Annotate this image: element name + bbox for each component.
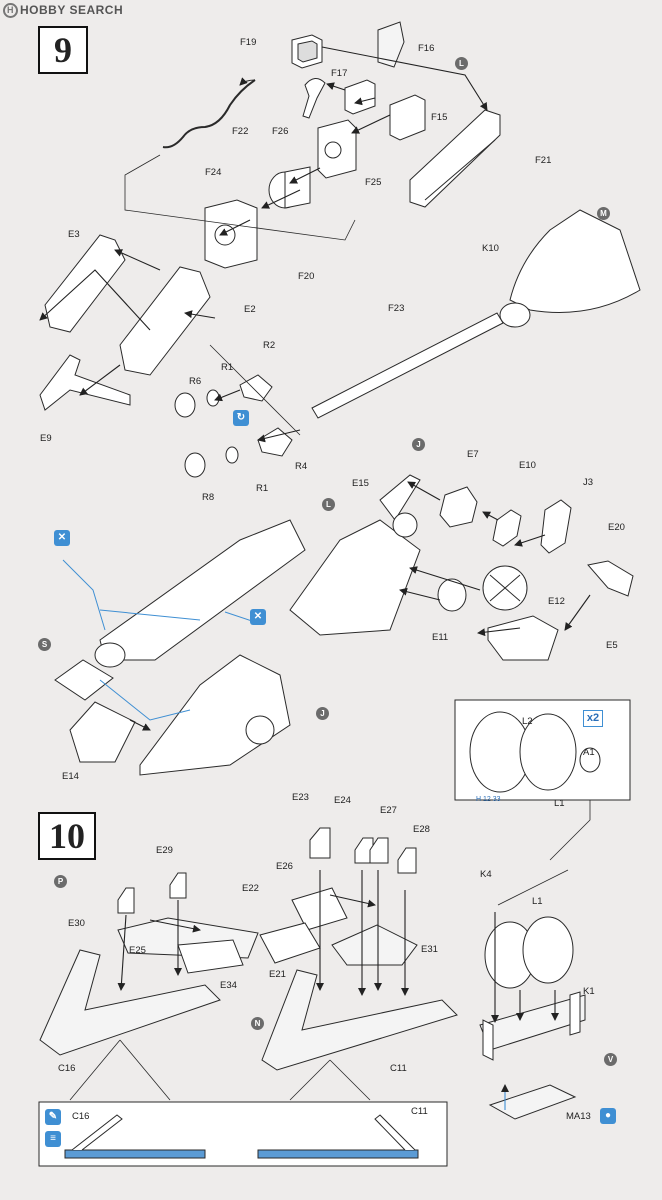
part-label: F19 bbox=[240, 37, 257, 48]
part-label: K10 bbox=[482, 243, 499, 254]
part-label: K4 bbox=[480, 869, 492, 880]
part-label: MA13 bbox=[566, 1111, 591, 1122]
part-label: L1 bbox=[532, 896, 543, 907]
part-label: F20 bbox=[298, 271, 315, 282]
step10-guide-lines bbox=[69, 800, 591, 1101]
part-label: F26 bbox=[272, 126, 289, 137]
part-label: C16 bbox=[58, 1063, 76, 1074]
part-label: E31 bbox=[421, 944, 438, 955]
step-9-badge: 9 bbox=[38, 26, 88, 74]
callout-p: P bbox=[54, 875, 67, 888]
part-label: E34 bbox=[220, 980, 237, 991]
callout-j-2: J bbox=[316, 707, 329, 720]
part-label: E12 bbox=[548, 596, 565, 607]
rotate-icon: ↻ bbox=[233, 410, 249, 426]
callout-s: S bbox=[38, 638, 51, 651]
part-label: F17 bbox=[331, 68, 348, 79]
part-label: E27 bbox=[380, 805, 397, 816]
part-label: E28 bbox=[413, 824, 430, 835]
paint-reference: H 12 33 bbox=[476, 796, 501, 803]
weathering-icon: ≡ bbox=[45, 1131, 61, 1147]
part-label: E30 bbox=[68, 918, 85, 929]
step10-arrows bbox=[117, 870, 559, 1110]
part-label: E2 bbox=[244, 304, 256, 315]
part-label: E23 bbox=[292, 792, 309, 803]
callout-v: V bbox=[604, 1053, 617, 1066]
part-label: E11 bbox=[432, 632, 449, 643]
callout-m: M bbox=[597, 207, 610, 220]
part-label: E10 bbox=[519, 460, 536, 471]
part-label: L1 bbox=[554, 798, 565, 809]
part-label: R1 bbox=[256, 483, 269, 494]
callout-n: N bbox=[251, 1017, 264, 1030]
part-label: E14 bbox=[62, 771, 79, 782]
part-label: C16 bbox=[72, 1111, 90, 1122]
glue-icon: ✕ bbox=[54, 530, 70, 546]
part-label: R1 bbox=[221, 362, 234, 373]
glue-icon-2: ✕ bbox=[250, 609, 266, 625]
part-label: R4 bbox=[295, 461, 308, 472]
part-label: R8 bbox=[202, 492, 215, 503]
part-label: C11 bbox=[411, 1106, 428, 1117]
callout-l-2: L bbox=[322, 498, 335, 511]
quantity-badge: x2 bbox=[583, 710, 603, 727]
watermark-text: HOBBY SEARCH bbox=[20, 3, 124, 17]
part-label: E24 bbox=[334, 795, 351, 806]
step9-parts bbox=[39, 21, 641, 776]
part-label: E22 bbox=[242, 883, 259, 894]
part-label: A1 bbox=[583, 747, 595, 758]
paint-icon: ● bbox=[600, 1108, 616, 1124]
part-label: F22 bbox=[232, 126, 249, 137]
part-label: F23 bbox=[388, 303, 405, 314]
callout-l: L bbox=[455, 57, 468, 70]
part-label: F21 bbox=[535, 155, 552, 166]
callout-j: J bbox=[412, 438, 425, 451]
part-label: R2 bbox=[263, 340, 276, 351]
part-label: E21 bbox=[269, 969, 286, 980]
blue-detail-box bbox=[38, 1101, 448, 1167]
part-label: E7 bbox=[467, 449, 479, 460]
part-label: E15 bbox=[352, 478, 369, 489]
step9-guide-lines bbox=[124, 154, 356, 436]
part-label: L2 bbox=[522, 716, 533, 727]
part-label: E3 bbox=[68, 229, 80, 240]
part-label: J3 bbox=[583, 477, 594, 488]
part-label: F25 bbox=[365, 177, 382, 188]
step9-arrows bbox=[39, 46, 591, 731]
logo-icon: H bbox=[3, 3, 18, 18]
part-label: E26 bbox=[276, 861, 293, 872]
part-label: E29 bbox=[156, 845, 173, 856]
part-label: F15 bbox=[431, 112, 448, 123]
part-label: C11 bbox=[390, 1063, 407, 1074]
brush-icon: ✎ bbox=[45, 1109, 61, 1125]
part-label: R6 bbox=[189, 376, 202, 387]
part-label: E5 bbox=[606, 640, 618, 651]
part-label: E9 bbox=[40, 433, 52, 444]
part-label: F24 bbox=[205, 167, 222, 178]
step-10-badge: 10 bbox=[38, 812, 96, 860]
part-label: E20 bbox=[608, 522, 625, 533]
part-label: F16 bbox=[418, 43, 435, 54]
part-label: E25 bbox=[129, 945, 146, 956]
part-label: K1 bbox=[583, 986, 595, 997]
